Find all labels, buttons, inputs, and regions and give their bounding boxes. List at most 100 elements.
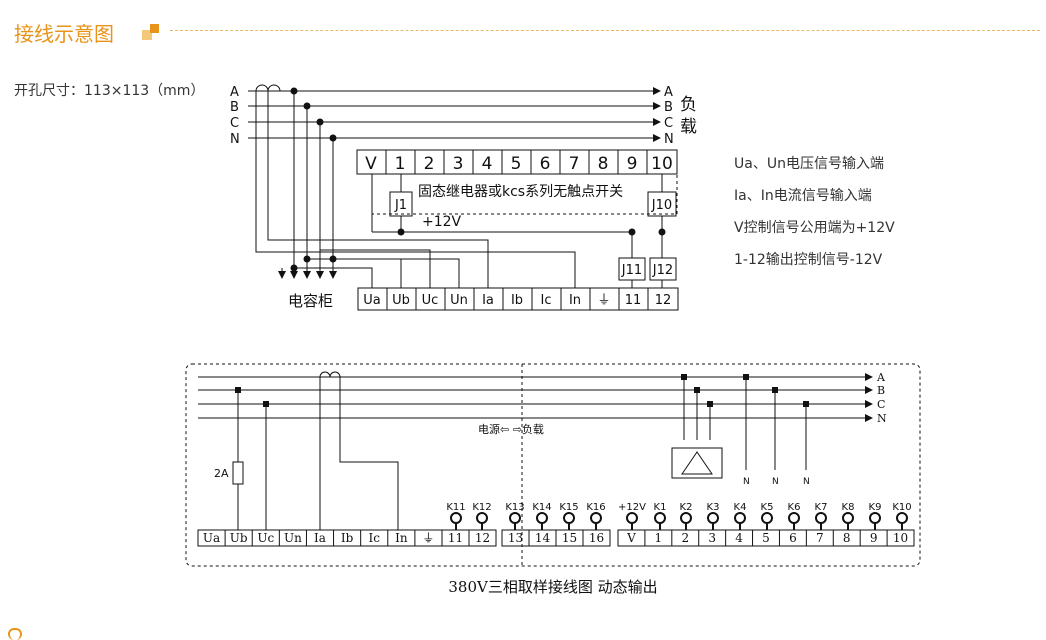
k-label: K5 xyxy=(761,502,774,513)
k-label: K10 xyxy=(892,502,911,513)
bottom-phase-labels: A B C N xyxy=(876,371,887,425)
terminal-label: 9 xyxy=(627,154,638,174)
k-post-ring xyxy=(509,512,521,524)
k-post-ring xyxy=(680,512,692,524)
terminal-label: In xyxy=(569,293,581,308)
terminal-label: In xyxy=(395,531,408,545)
terminal-label: 2 xyxy=(424,154,435,174)
n-label: N xyxy=(803,477,810,487)
terminal-label: 6 xyxy=(540,154,551,174)
phase-right-label: C xyxy=(664,116,673,131)
terminal-label: Uc xyxy=(422,293,439,308)
ct-loop xyxy=(255,84,281,92)
terminal-label: 14 xyxy=(535,531,551,545)
phase-left-label: N xyxy=(230,132,240,147)
k-post-ring xyxy=(654,512,666,524)
terminal-label: Uc xyxy=(257,531,274,545)
top-junctions xyxy=(290,87,666,272)
info-line: Ia、In电流信号输入端 xyxy=(734,188,872,204)
k-label: K3 xyxy=(707,502,720,513)
section-header: 接线示意图 xyxy=(10,14,1040,46)
terminal-label: 13 xyxy=(508,531,523,545)
terminal-label: Ia xyxy=(314,531,326,545)
terminal-label: 6 xyxy=(789,531,797,545)
terminal-label: Ub xyxy=(392,293,410,308)
terminal-label: 12 xyxy=(655,293,672,308)
terminal-label: Ub xyxy=(230,531,248,545)
k-post-ring xyxy=(842,512,854,524)
k-label: K11 xyxy=(446,502,465,513)
load-label: 负 xyxy=(680,95,697,115)
ground-label: ⏚ xyxy=(597,293,610,308)
k-label: K1 xyxy=(654,502,667,513)
terminal-label: Ib xyxy=(341,531,354,545)
phase-left-label: B xyxy=(230,100,239,115)
k-post-ring xyxy=(590,512,602,524)
terminal-label: Un xyxy=(284,531,302,545)
terminal-label: 15 xyxy=(562,531,577,545)
j11-label: J11 xyxy=(621,263,642,278)
phase-right-label: A xyxy=(876,371,886,384)
fuse-label: 2A xyxy=(214,467,229,480)
terminal-label: 3 xyxy=(453,154,464,174)
k-post-ring xyxy=(761,512,773,524)
terminal-label: 4 xyxy=(482,154,493,174)
terminal-label: Ic xyxy=(368,531,380,545)
terminal-label: Ic xyxy=(541,293,552,308)
terminal-label: Ua xyxy=(363,293,380,308)
top-terminal-dividers xyxy=(385,150,648,174)
k-post-ring xyxy=(563,512,575,524)
k-post-ring xyxy=(707,512,719,524)
k-label: +12V xyxy=(618,502,646,513)
k-label: K4 xyxy=(734,502,747,513)
terminal-label: 1 xyxy=(395,154,406,174)
terminal-label: 3 xyxy=(708,531,716,545)
k-post-ring xyxy=(734,512,746,524)
cap-label: 电容柜 xyxy=(288,292,333,310)
terminal-label: 8 xyxy=(598,154,609,174)
terminal-label: Ia xyxy=(482,293,494,308)
terminal-label: 10 xyxy=(893,531,908,545)
k-label: K2 xyxy=(680,502,693,513)
k-label: K14 xyxy=(532,502,551,513)
n-label: N xyxy=(743,477,750,487)
bottom-diagram xyxy=(185,363,921,567)
k-label: K16 xyxy=(586,502,605,513)
phase-left-label: A xyxy=(230,85,239,100)
square-deco-icon xyxy=(142,22,164,42)
n-label: N xyxy=(772,477,779,487)
footer-deco-icon xyxy=(8,628,22,640)
phase-right-label: N xyxy=(877,412,887,425)
source-load-label: 电源⇦ ⇨负载 xyxy=(478,422,544,436)
info-line: Ua、Un电压信号输入端 xyxy=(734,156,884,172)
k-label: K12 xyxy=(472,502,491,513)
phase-left-label: C xyxy=(230,116,239,131)
terminal-label: 5 xyxy=(762,531,770,545)
terminal-label: V xyxy=(365,154,377,174)
terminal-label: Ib xyxy=(511,293,523,308)
bottom-terminal-dividers xyxy=(386,288,649,310)
terminal-label: 5 xyxy=(511,154,522,174)
relay-text: 固态继电器或kcs系列无触点开关 xyxy=(418,184,623,200)
k-label: K9 xyxy=(869,502,882,513)
terminal-label: 4 xyxy=(735,531,743,545)
info-line: V控制信号公用端为+12V xyxy=(734,220,895,236)
ct-loop xyxy=(319,371,341,378)
terminal-label: 7 xyxy=(569,154,580,174)
hole-size-label: 开孔尺寸：113×113（mm） xyxy=(14,83,205,99)
top-diagram xyxy=(248,84,679,311)
k-post-ring xyxy=(815,512,827,524)
three-phase-load xyxy=(671,447,723,479)
terminal-label: ⏚ xyxy=(422,531,434,545)
terminal-label: V xyxy=(626,531,636,545)
bottom-terminal-labels: Ua Ub Uc Un Ia Ib Ic In ⏚ 11 12 xyxy=(363,293,671,308)
info-notes: Ua、Un电压信号输入端 Ia、In电流信号输入端 V控制信号公用端为+12V … xyxy=(734,148,895,276)
bottom-caption: 380V三相取样接线图 动态输出 xyxy=(448,578,657,596)
phase-right-label: A xyxy=(664,85,673,100)
k-label: K6 xyxy=(788,502,801,513)
load-label: 载 xyxy=(680,117,697,137)
terminal-label: 11 xyxy=(448,531,463,545)
